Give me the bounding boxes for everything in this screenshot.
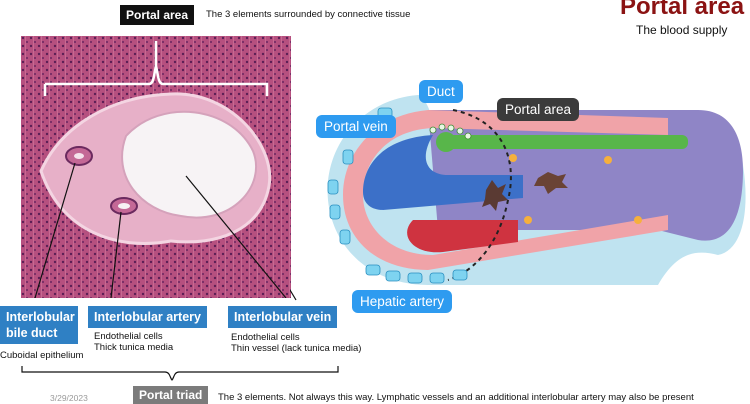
- portal-area-diagram: [327, 95, 746, 285]
- page-title: Portal area: [620, 0, 745, 20]
- histology-micrograph: [21, 36, 291, 298]
- interlobular-artery-label: Interlobular artery: [88, 306, 207, 328]
- artery-line-2: Thick tunica media: [94, 342, 174, 353]
- artery-line-1: Endothelial cells: [94, 331, 163, 342]
- portal-area-description: The 3 elements surrounded by connective …: [206, 9, 411, 20]
- portal-triad-description: The 3 elements. Not always this way. Lym…: [218, 392, 694, 403]
- page-subtitle: The blood supply: [636, 23, 728, 37]
- interlobular-vein-label: Interlobular vein: [228, 306, 338, 328]
- portal-vein-bubble: Portal vein: [316, 115, 396, 138]
- portal-triad-tag: Portal triad: [133, 386, 209, 404]
- slide-date: 3/29/2023: [50, 393, 88, 403]
- vein-line-1: Endothelial cells: [231, 332, 300, 343]
- interlobular-bile-duct-label: Interlobular bile duct: [0, 306, 78, 344]
- vein-line-2: Thin vessel (lack tunica media): [231, 343, 362, 354]
- portal-area-bubble: Portal area: [497, 98, 580, 121]
- vein-pointer-line: [290, 290, 297, 301]
- hepatic-artery-bubble: Hepatic artery: [352, 290, 453, 313]
- portal-area-tag: Portal area: [120, 5, 195, 25]
- portal-triad-bracket: [21, 366, 339, 381]
- duct-bubble: Duct: [419, 80, 463, 103]
- bile-duct-epithelium: Cuboidal epithelium: [0, 350, 84, 361]
